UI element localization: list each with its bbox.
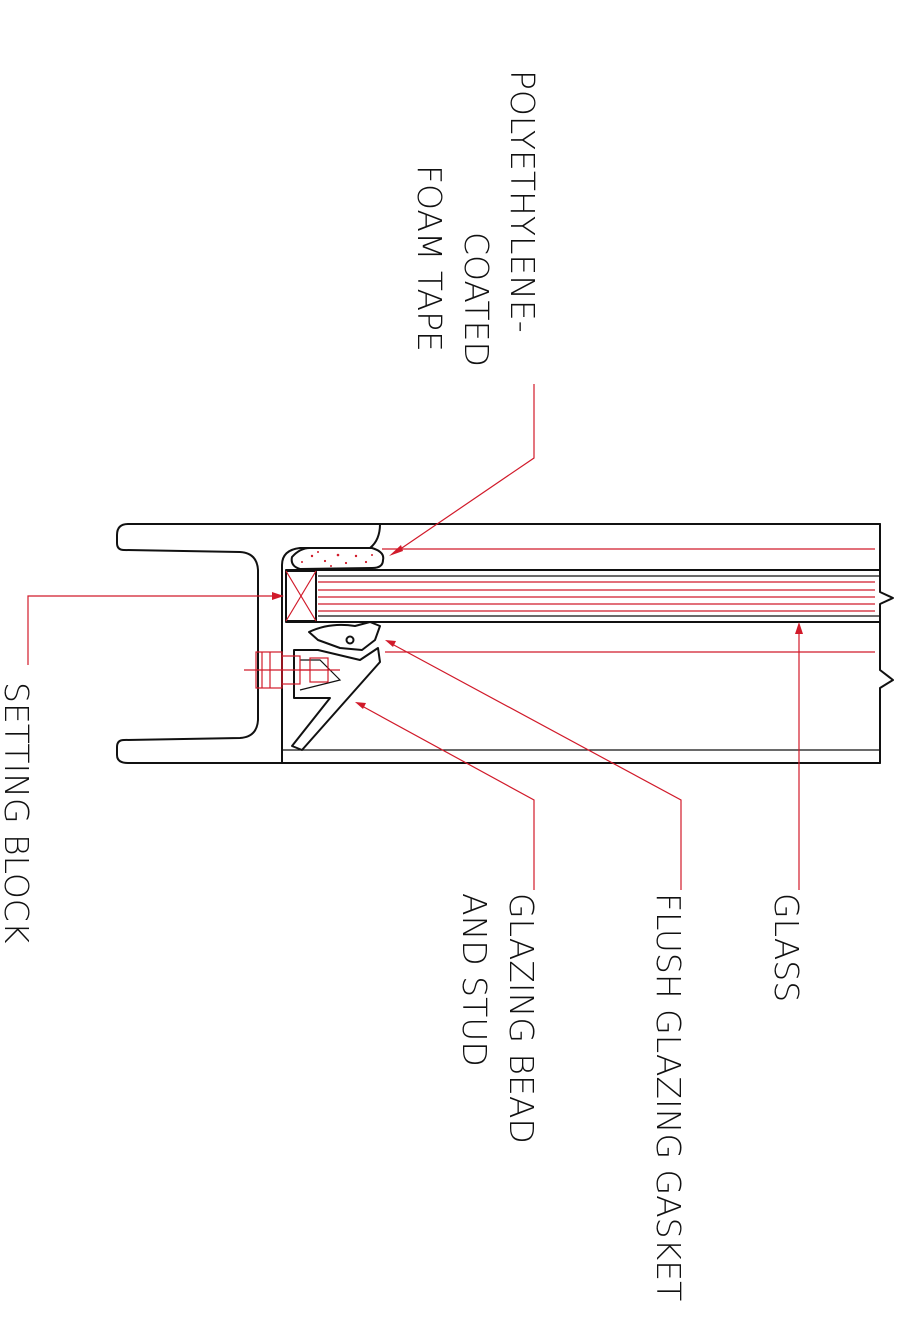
label-foam-tape-line3: FOAM TAPE xyxy=(410,165,449,352)
setting-block xyxy=(285,570,317,622)
leader-glass xyxy=(795,622,803,890)
label-glazing-bead-line2: AND STUD xyxy=(455,893,494,1067)
label-foam-tape: POLYETHYLENE- COATED FOAM TAPE xyxy=(410,70,542,367)
label-glass: GLASS xyxy=(767,893,806,1002)
label-glazing-bead-line1: GLAZING BEAD xyxy=(502,893,541,1144)
glass-unit xyxy=(285,523,894,764)
leader-glazing-bead xyxy=(355,702,535,890)
frame-profile xyxy=(116,523,881,764)
label-gasket: FLUSH GLAZING GASKET xyxy=(649,893,688,1301)
glazing-bead xyxy=(291,621,381,751)
stud xyxy=(244,651,340,689)
label-glazing-bead: GLAZING BEAD AND STUD xyxy=(455,893,541,1144)
label-setting-block: SETTING BLOCK xyxy=(0,682,36,944)
foam-tape xyxy=(290,547,385,570)
label-foam-tape-line1: POLYETHYLENE- xyxy=(503,70,542,333)
leader-foam-tape xyxy=(389,384,535,556)
leader-gasket xyxy=(385,640,682,890)
leader-setting-block xyxy=(27,592,284,665)
label-foam-tape-line2: COATED xyxy=(457,232,496,367)
